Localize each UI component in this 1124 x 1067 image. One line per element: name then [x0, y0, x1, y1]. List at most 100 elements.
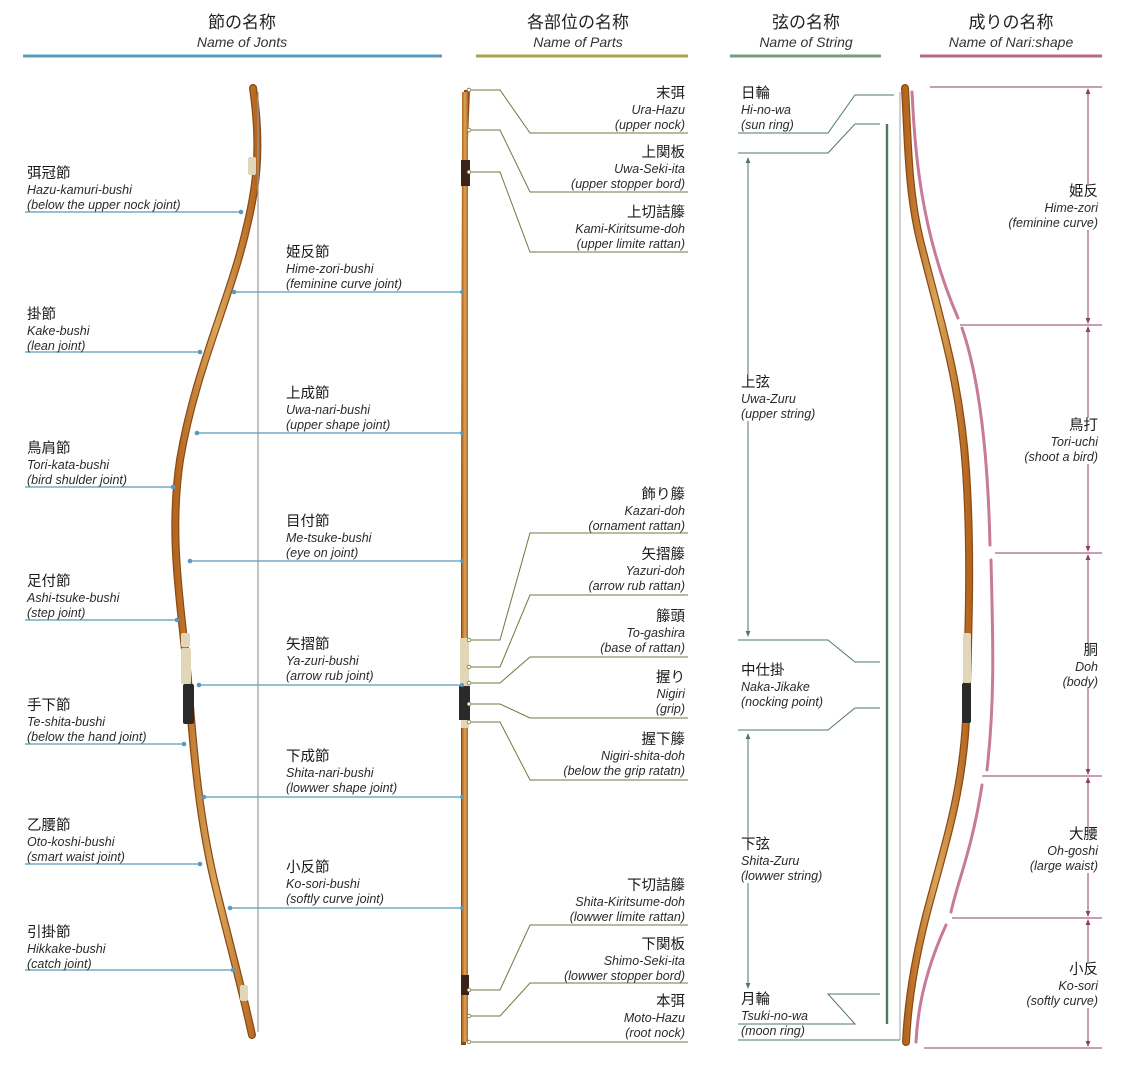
shape-outline — [914, 923, 948, 1044]
shape-translation: (large waist) — [1029, 858, 1098, 873]
part-romaji: Moto-Hazu — [623, 1011, 685, 1025]
joint-leader-dot — [227, 905, 233, 911]
part-romaji: To-gashira — [626, 626, 685, 640]
rattan-wrap — [240, 985, 248, 1001]
part-leader-dot — [466, 987, 472, 993]
joint-leader-dot — [181, 741, 187, 747]
joint-jp: 手下節 — [27, 698, 71, 714]
string-jp: 下弦 — [741, 837, 770, 853]
shape-jp: 鳥打 — [1069, 418, 1098, 434]
joint-romaji: Ko-sori-bushi — [286, 877, 360, 891]
part-leader-dot — [466, 719, 472, 725]
header-shape-jp: 成りの名称 — [968, 13, 1054, 33]
rattan-wrap — [460, 638, 469, 686]
joint-leader-dot — [201, 794, 207, 800]
joint-translation: (bird shulder joint) — [27, 472, 128, 487]
part-jp: 籐頭 — [656, 609, 685, 625]
part-jp: 本弭 — [656, 994, 685, 1010]
string-jp: 日輪 — [741, 86, 770, 102]
header-joints: 節の名称 Name of Jonts — [132, 13, 352, 50]
header-shape: 成りの名称 Name of Nari:shape — [916, 13, 1106, 50]
joint-leader-dot — [460, 906, 464, 910]
part-translation: (base of rattan) — [600, 640, 685, 655]
header-shape-en: Name of Nari:shape — [948, 33, 1074, 50]
joint-romaji: Hazu-kamuri-bushi — [27, 183, 132, 197]
joint-leader-dot — [174, 617, 180, 623]
joint-leader-dot — [187, 558, 193, 564]
part-leader-line — [470, 594, 688, 668]
part-leader-dot — [466, 87, 472, 93]
joint-translation: (eye on joint) — [286, 545, 359, 560]
shape-outline — [949, 783, 984, 914]
header-joints-jp: 節の名称 — [208, 13, 276, 33]
header-parts: 各部位の名称 Name of Parts — [468, 13, 688, 50]
joint-label: 手下節 Te-shita-bushi (below the hand joint… — [27, 698, 147, 744]
joint-jp: 足付節 — [27, 574, 71, 590]
joint-jp: 弭冠節 — [27, 166, 71, 182]
string-label: 月輪 Tsuki-no-wa (moon ring) — [741, 992, 808, 1038]
shape-outline — [985, 558, 995, 772]
joint-romaji: Oto-koshi-bushi — [27, 835, 115, 849]
part-jp: 矢摺籐 — [641, 547, 686, 563]
part-jp: 下関板 — [641, 937, 686, 953]
part-leader-line — [470, 982, 688, 1017]
joint-romaji: Hikkake-bushi — [27, 942, 106, 956]
string-leader-line — [738, 707, 880, 731]
string-label: 日輪 Hi-no-wa (sun ring) — [741, 86, 794, 132]
shape-jp: 大腰 — [1069, 827, 1098, 843]
part-translation: (lowwer stopper bord) — [564, 968, 685, 983]
joint-translation: (lean joint) — [27, 338, 86, 353]
grip — [459, 686, 470, 720]
part-leader-line — [470, 89, 688, 134]
rattan-wrap — [181, 648, 191, 684]
part-leader-line — [470, 532, 688, 641]
part-translation: (ornament rattan) — [588, 518, 685, 533]
joint-romaji: Ya-zuri-bushi — [286, 654, 359, 668]
joint-translation: (catch joint) — [27, 956, 92, 971]
string-translation: (nocking point) — [741, 694, 823, 709]
joint-label: 小反節 Ko-sori-bushi (softly curve joint) — [286, 860, 384, 906]
bow-profile — [902, 85, 972, 1045]
joint-leader-dot — [231, 289, 237, 295]
part-translation: (arrow rub rattan) — [588, 578, 685, 593]
rattan-wrap — [248, 157, 256, 175]
part-label: 下切詰籐 Shita-Kiritsume-doh (lowwer limite … — [570, 878, 685, 924]
lower-stopper-board — [461, 975, 469, 995]
string-label: 下弦 Shita-Zuru (lowwer string) — [741, 837, 823, 883]
part-translation: (grip) — [655, 701, 685, 716]
part-leader-dot — [466, 664, 472, 670]
joint-leader-dot — [230, 967, 236, 973]
part-translation: (below the grip ratatn) — [563, 763, 685, 778]
joint-romaji: Shita-nari-bushi — [286, 766, 374, 780]
shape-translation: (body) — [1062, 674, 1098, 689]
part-leader-dot — [466, 701, 472, 707]
joint-romaji: Hime-zori-bushi — [286, 262, 374, 276]
part-leader-line — [470, 656, 688, 684]
header-string: 弦の名称 Name of String — [716, 13, 896, 50]
joint-translation: (feminine curve joint) — [286, 276, 403, 291]
shape-translation: (shoot a bird) — [1024, 449, 1098, 464]
shape-romaji: Oh-goshi — [1047, 844, 1098, 858]
part-leader-line — [470, 129, 688, 193]
joint-romaji: Uwa-nari-bushi — [286, 403, 371, 417]
upper-stopper-board — [461, 160, 470, 186]
part-romaji: Kazari-doh — [624, 504, 685, 518]
part-jp: 末弭 — [656, 86, 685, 102]
part-label: 本弭 Moto-Hazu (root nock) — [624, 994, 685, 1040]
part-label: 握下籐 Nigiri-shita-doh (below the grip rat… — [563, 732, 685, 778]
joint-jp: 乙腰節 — [27, 818, 71, 834]
header-parts-jp: 各部位の名称 — [527, 13, 629, 33]
string-romaji: Naka-Jikake — [741, 680, 810, 694]
part-romaji: Uwa-Seki-ita — [614, 162, 685, 176]
string-translation: (sun ring) — [741, 117, 794, 132]
part-translation: (upper stopper bord) — [571, 176, 685, 191]
joint-romaji: Tori-kata-bushi — [27, 458, 110, 472]
joint-translation: (below the upper nock joint) — [27, 197, 181, 212]
rattan-wrap — [181, 633, 190, 647]
part-leader-line — [470, 171, 688, 253]
joint-label: 弭冠節 Hazu-kamuri-bushi (below the upper n… — [27, 166, 181, 212]
joint-leader-dot — [460, 683, 464, 687]
joint-label: 姫反節 Hime-zori-bushi (feminine curve join… — [286, 245, 402, 291]
joint-translation: (softly curve joint) — [286, 891, 384, 906]
part-translation: (lowwer limite rattan) — [569, 909, 685, 924]
